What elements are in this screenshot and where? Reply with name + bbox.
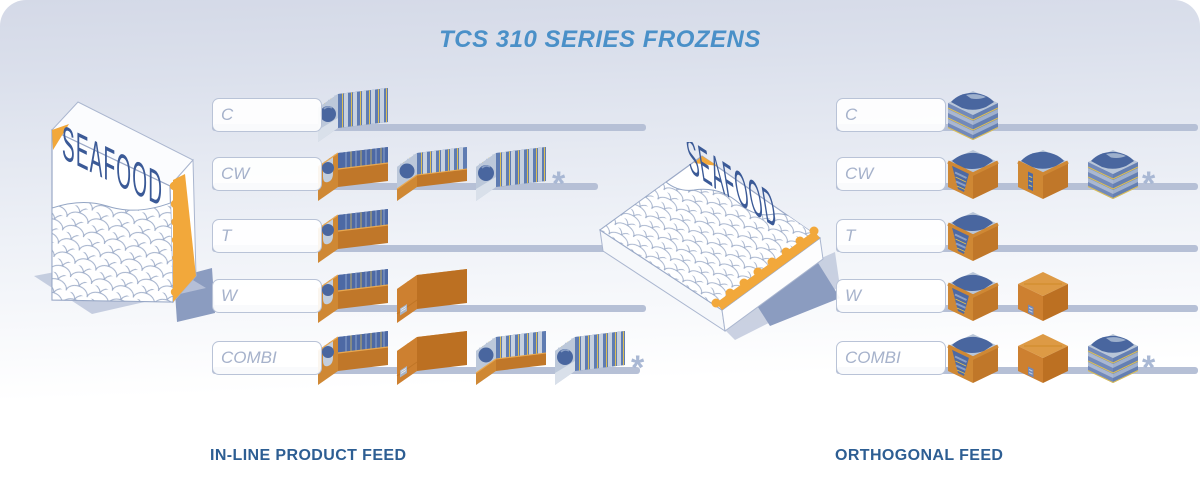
tray-window-pack-icon bbox=[1016, 141, 1070, 199]
tray-open-pack-icon bbox=[946, 141, 1000, 199]
feed-line-t bbox=[212, 245, 646, 252]
caption-orthogonal-feed: ORTHOGONAL FEED bbox=[835, 447, 1004, 464]
row-label-cw: CW bbox=[212, 157, 322, 191]
feed-line-combi bbox=[212, 367, 640, 374]
row-label-combi: COMBI bbox=[836, 341, 946, 375]
case-pack-icon bbox=[395, 321, 471, 387]
scalloped-edge bbox=[169, 174, 196, 302]
case-pack-icon bbox=[395, 259, 471, 325]
asterisk-footnote: * bbox=[631, 349, 645, 387]
asterisk-footnote: * bbox=[1142, 165, 1156, 203]
row-label-c: C bbox=[212, 98, 322, 132]
asterisk-footnote: * bbox=[1142, 349, 1156, 387]
bundle-pack-icon bbox=[316, 78, 392, 144]
feed-line-t bbox=[836, 245, 1198, 252]
row-label-w: W bbox=[836, 279, 946, 313]
tray-high-pack-icon bbox=[316, 199, 392, 265]
case-cube-pack-icon bbox=[1016, 263, 1070, 321]
bundle-pack-icon bbox=[474, 137, 550, 203]
seafood-carton-upright-icon: SEAFOOD bbox=[34, 101, 215, 322]
tray-low-pack-icon bbox=[395, 137, 471, 203]
case-cube-pack-icon bbox=[1016, 325, 1070, 383]
tray-open-pack-icon bbox=[946, 263, 1000, 321]
tray-high-pack-icon bbox=[316, 259, 392, 325]
page-title: TCS 310 SERIES FROZENS bbox=[439, 26, 761, 53]
feed-line-c bbox=[212, 124, 646, 131]
feed-line-combi bbox=[836, 367, 1198, 374]
stack-pack-icon bbox=[946, 82, 1000, 140]
stack-pack-icon bbox=[1086, 141, 1140, 199]
stack-pack-icon bbox=[1086, 325, 1140, 383]
asterisk-footnote: * bbox=[552, 165, 566, 203]
row-label-t: T bbox=[212, 219, 322, 253]
tray-high-pack-icon bbox=[316, 137, 392, 203]
row-label-combi: COMBI bbox=[212, 341, 322, 375]
tray-open-pack-icon bbox=[946, 203, 1000, 261]
tray-high-pack-icon bbox=[316, 321, 392, 387]
row-label-cw: CW bbox=[836, 157, 946, 191]
scalloped-edge bbox=[711, 226, 820, 310]
row-label-w: W bbox=[212, 279, 322, 313]
seafood-carton-flat-icon: SEAFOOD bbox=[598, 142, 840, 340]
feed-line-w bbox=[212, 305, 646, 312]
row-label-t: T bbox=[836, 219, 946, 253]
tray-low-pack-icon bbox=[474, 321, 550, 387]
row-label-c: C bbox=[836, 98, 946, 132]
caption-inline-feed: IN-LINE PRODUCT FEED bbox=[210, 447, 407, 464]
tray-open-pack-icon bbox=[946, 325, 1000, 383]
feed-line-cw bbox=[836, 183, 1198, 190]
feed-line-w bbox=[836, 305, 1198, 312]
feed-line-c bbox=[836, 124, 1198, 131]
